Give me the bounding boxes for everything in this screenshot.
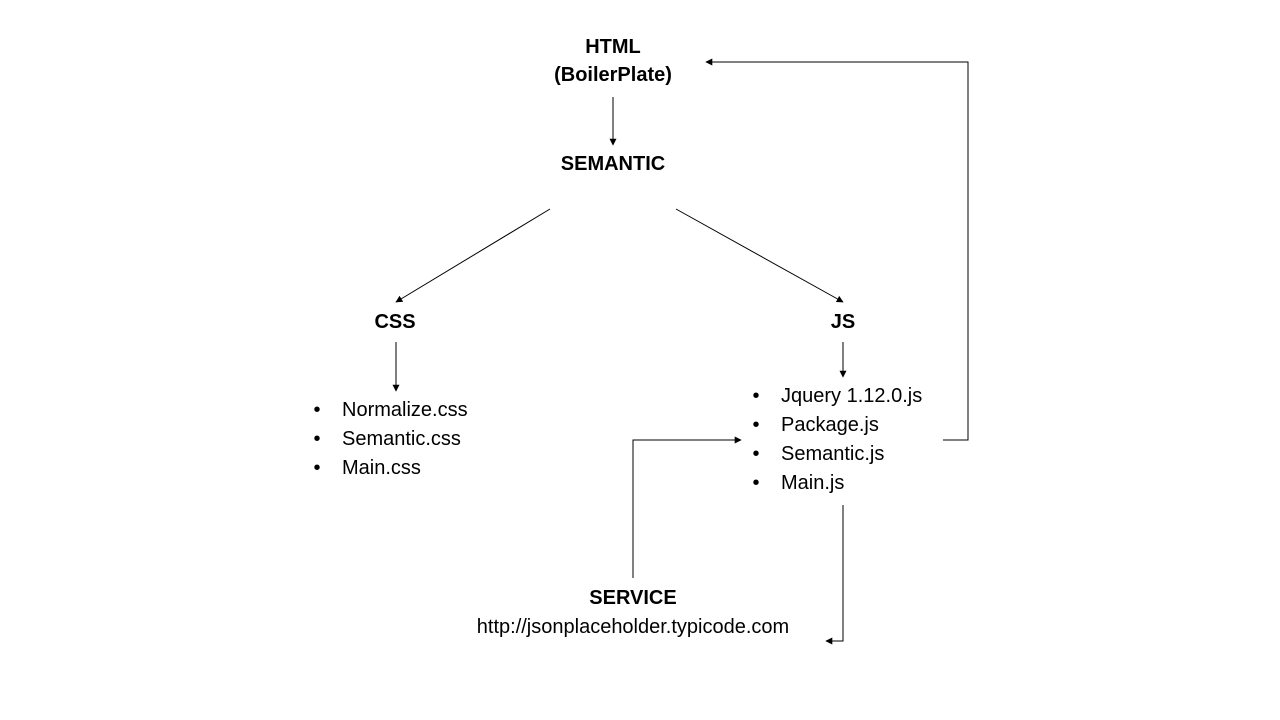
list-item: • Jquery 1.12.0.js xyxy=(751,382,922,411)
js-file-name: Jquery 1.12.0.js xyxy=(781,385,923,407)
list-item: • Main.js xyxy=(751,469,922,498)
bullet-icon: • xyxy=(752,472,760,494)
css-file-name: Semantic.css xyxy=(342,428,461,450)
edge-semantic-to-css xyxy=(395,208,551,303)
bullet-icon: • xyxy=(313,457,321,479)
bullet-icon: • xyxy=(752,385,760,407)
css-file-name: Main.css xyxy=(342,457,421,479)
html-node-subtitle: (BoilerPlate) xyxy=(554,64,672,86)
bullet-icon: • xyxy=(313,428,321,450)
list-item: • Main.css xyxy=(312,454,468,483)
css-file-name: Normalize.css xyxy=(342,399,468,421)
css-node: CSS xyxy=(374,311,416,333)
list-item: • Normalize.css xyxy=(312,396,468,425)
js-file-name: Package.js xyxy=(781,414,879,436)
js-node: JS xyxy=(830,311,856,333)
edge-js-files-to-html xyxy=(705,58,969,441)
bullet-icon: • xyxy=(752,443,760,465)
bullet-icon: • xyxy=(752,414,760,436)
css-file-list: • Normalize.css • Semantic.css • Main.cs… xyxy=(312,396,468,483)
edge-semantic-to-js xyxy=(675,208,844,303)
js-file-list: • Jquery 1.12.0.js • Package.js • Semant… xyxy=(751,382,922,498)
html-node: HTML (BoilerPlate) xyxy=(533,33,693,89)
service-url: http://jsonplaceholder.typicode.com xyxy=(476,616,790,638)
js-file-name: Main.js xyxy=(781,472,845,494)
js-file-name: Semantic.js xyxy=(781,443,885,465)
html-node-title: HTML xyxy=(585,36,641,58)
edge-main-js-to-service xyxy=(825,505,844,645)
list-item: • Package.js xyxy=(751,411,922,440)
service-node: SERVICE xyxy=(589,587,677,609)
bullet-icon: • xyxy=(313,399,321,421)
edge-service-to-js-files xyxy=(632,436,742,578)
semantic-node: SEMANTIC xyxy=(560,153,666,175)
list-item: • Semantic.css xyxy=(312,425,468,454)
list-item: • Semantic.js xyxy=(751,440,922,469)
